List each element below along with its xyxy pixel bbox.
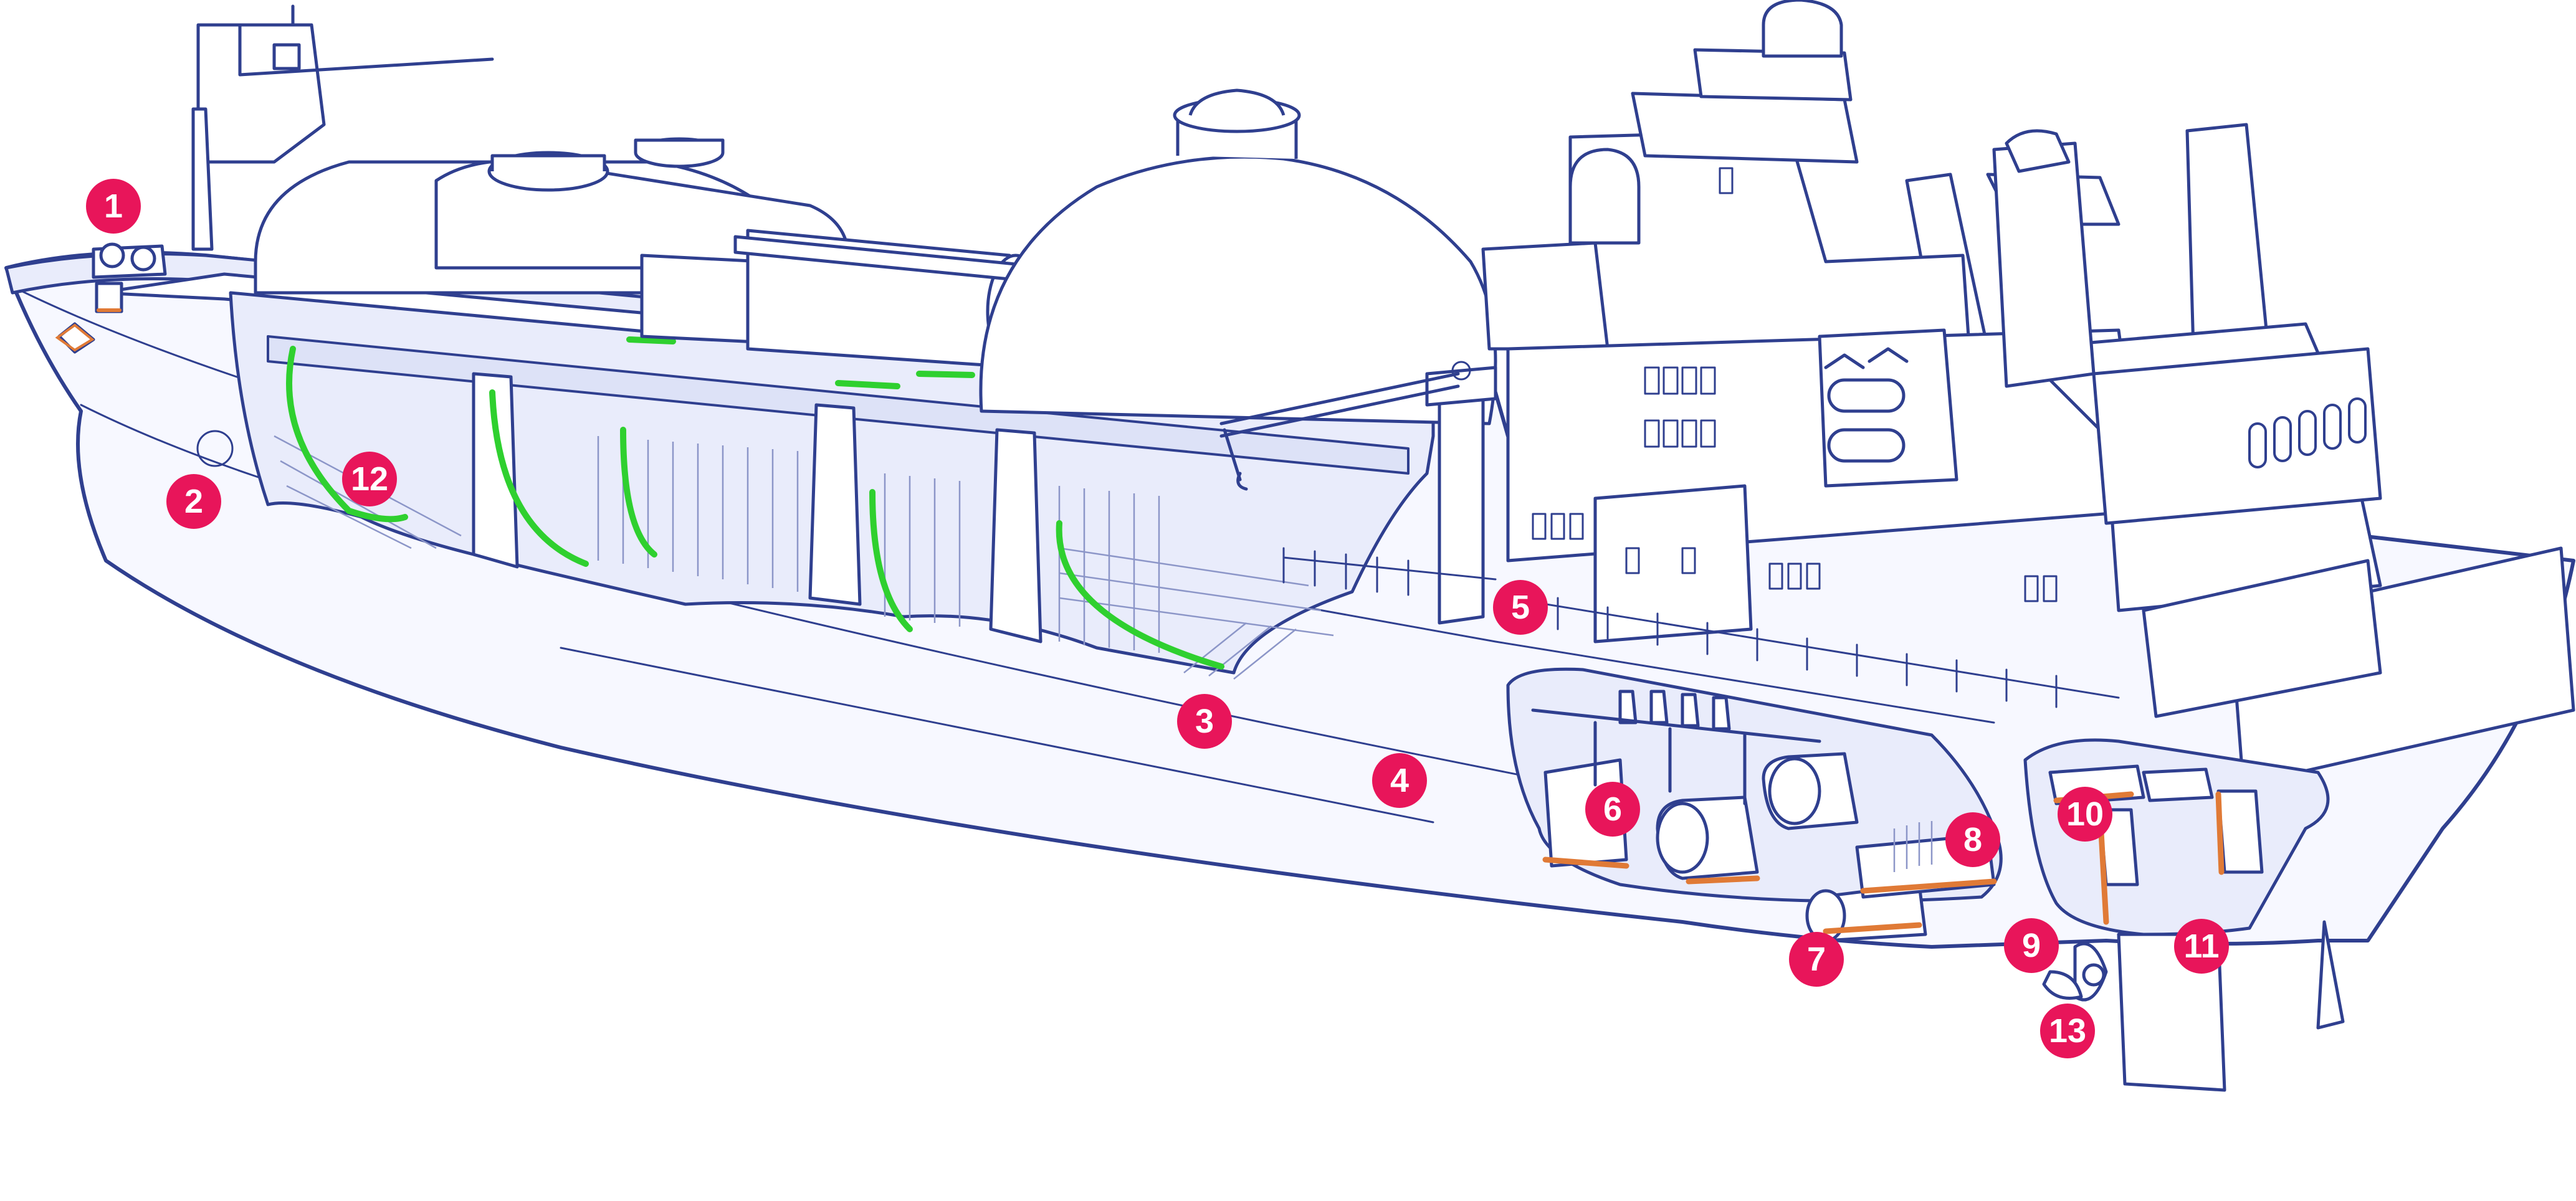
callout-11-label: 11 [2183,928,2219,965]
cargo-tanks [254,137,1046,369]
callout-8-label: 8 [1963,821,1982,858]
callout-5-label: 5 [1511,589,1530,626]
callout-8: 8 [1945,812,2000,867]
lng-dome [979,88,1497,425]
deck-crane [1219,361,1497,625]
callout-9: 9 [2004,918,2059,973]
callout-2-label: 2 [184,483,203,520]
callout-3: 3 [1177,694,1232,749]
callout-4-label: 4 [1390,762,1409,799]
callout-13-label: 13 [2049,1012,2086,1050]
anchor-windlass [92,242,167,313]
steering-gear-cutaway [2023,738,2330,936]
callout-4: 4 [1372,753,1427,808]
callout-11: 11 [2174,919,2229,974]
callout-1: 1 [86,179,141,234]
callout-6-label: 6 [1603,790,1622,828]
superstructure [1282,0,2575,787]
callout-9-label: 9 [2022,927,2041,964]
callout-3-label: 3 [1195,703,1214,740]
callout-10-label: 10 [2066,795,2104,833]
callout-1-label: 1 [104,188,123,225]
callout-12-label: 12 [351,460,388,498]
callout-7-label: 7 [1807,941,1826,978]
callout-5: 5 [1493,580,1548,635]
callout-10: 10 [2058,787,2112,842]
forward-mast [191,4,494,251]
callout-12: 12 [342,452,397,506]
callout-13: 13 [2040,1004,2095,1058]
callout-6: 6 [1585,782,1640,837]
callout-7: 7 [1789,932,1844,987]
callout-2: 2 [166,474,221,529]
